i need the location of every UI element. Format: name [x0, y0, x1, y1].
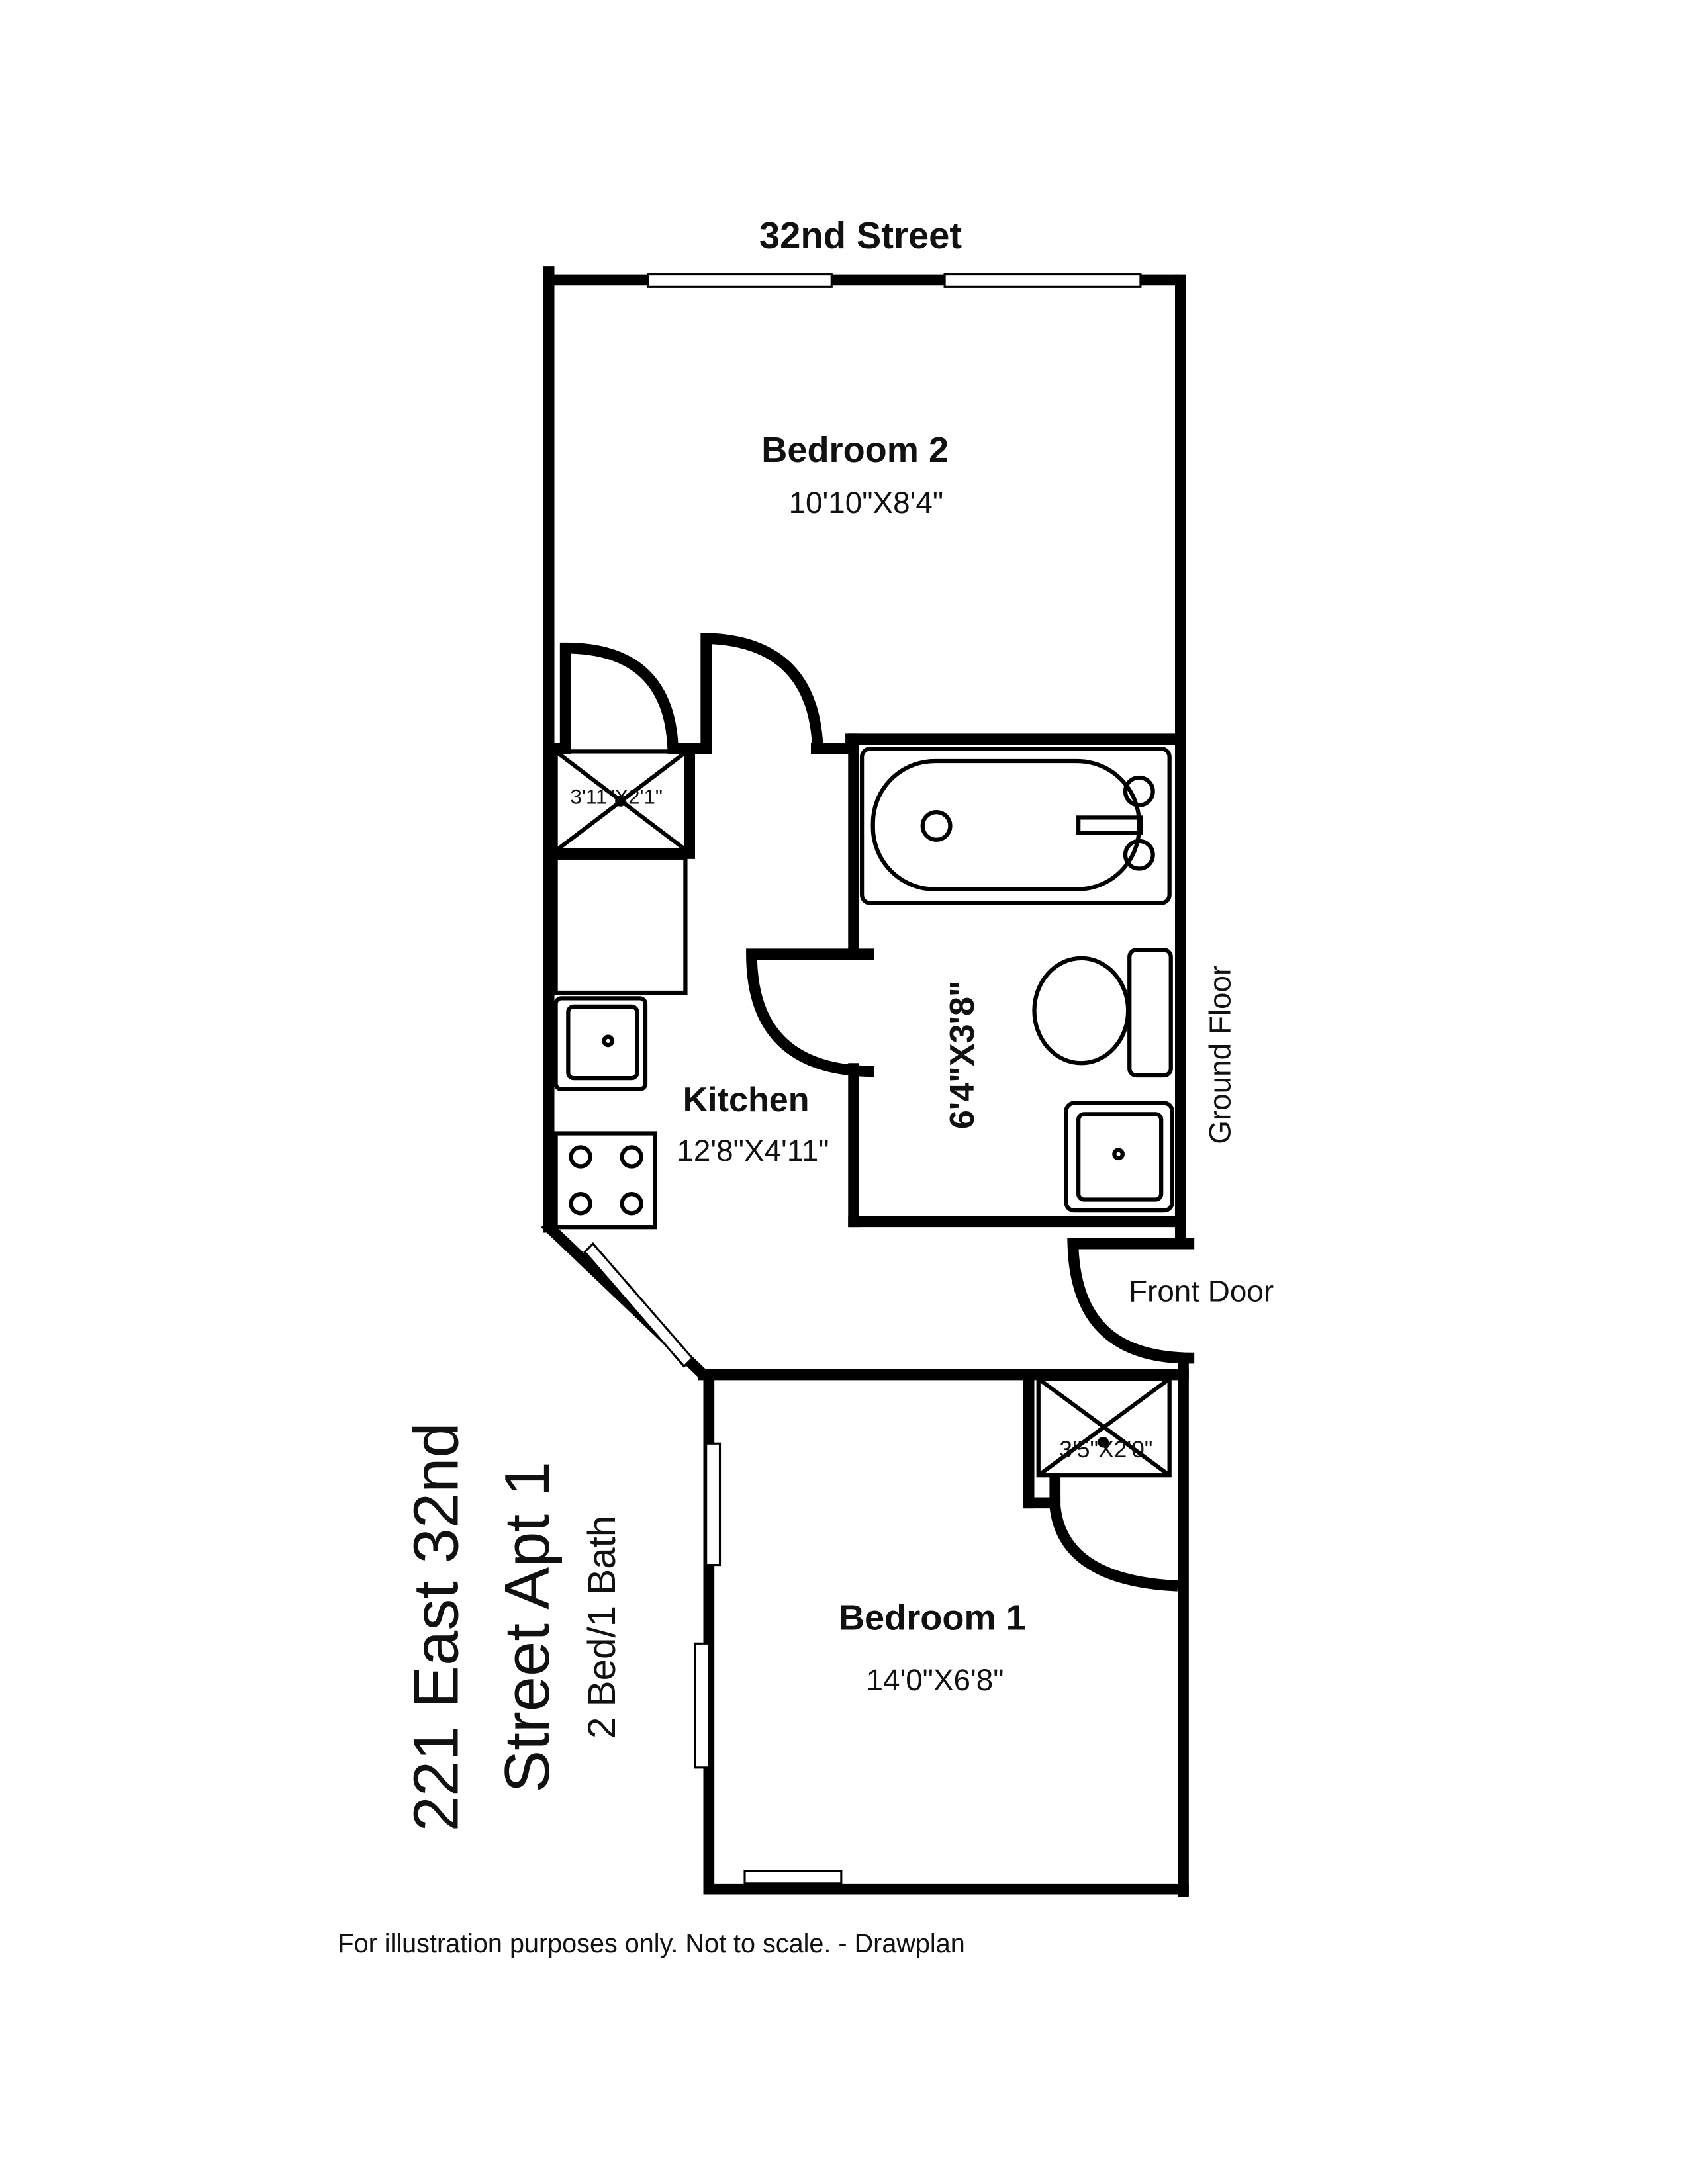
kitchen-name: Kitchen	[683, 1081, 810, 1119]
footer-disclaimer: For illustration purposes only. Not to s…	[338, 1929, 964, 1958]
address-line1: 221 East 32nd	[401, 1422, 472, 1831]
bedroom1-size: 14'0"X6'8"	[866, 1663, 1004, 1697]
windows	[583, 273, 1142, 1885]
closet-1	[553, 749, 689, 853]
address-line2: Street Apt 1	[492, 1461, 563, 1793]
closet2-size: 3'5"X2'0"	[1059, 1436, 1152, 1463]
toilet	[1032, 948, 1173, 1078]
walls	[541, 266, 1189, 1897]
bedroom2-size: 10'10"X8'4"	[789, 486, 944, 520]
kitchen-sink	[553, 996, 648, 1091]
address-block: 221 East 32nd Street Apt 1 2 Bed/1 Bath	[401, 1422, 624, 1831]
refrigerator	[553, 855, 688, 995]
bedroom2-name: Bedroom 2	[761, 430, 949, 470]
address-line3: 2 Bed/1 Bath	[581, 1516, 624, 1739]
fixtures	[553, 747, 1174, 1478]
bathtub	[859, 747, 1172, 905]
closet1-size: 3'11"X2'1"	[571, 786, 663, 809]
bathroom-sink	[1064, 1101, 1174, 1213]
bedroom1-name: Bedroom 1	[839, 1598, 1026, 1638]
bathroom-size: 6'4"X3'8"	[943, 980, 982, 1129]
floor-label: Ground Floor	[1203, 966, 1237, 1144]
closet-2	[1036, 1377, 1172, 1478]
doors	[559, 633, 1195, 1592]
front-door-label: Front Door	[1129, 1275, 1274, 1308]
room-labels: Bedroom 2 10'10"X8'4" 3'11"X2'1" Kitchen…	[571, 430, 1274, 1697]
kitchen-size: 12'8"X4'11"	[677, 1134, 829, 1167]
street-label: 32nd Street	[759, 214, 962, 256]
stove	[553, 1131, 657, 1230]
